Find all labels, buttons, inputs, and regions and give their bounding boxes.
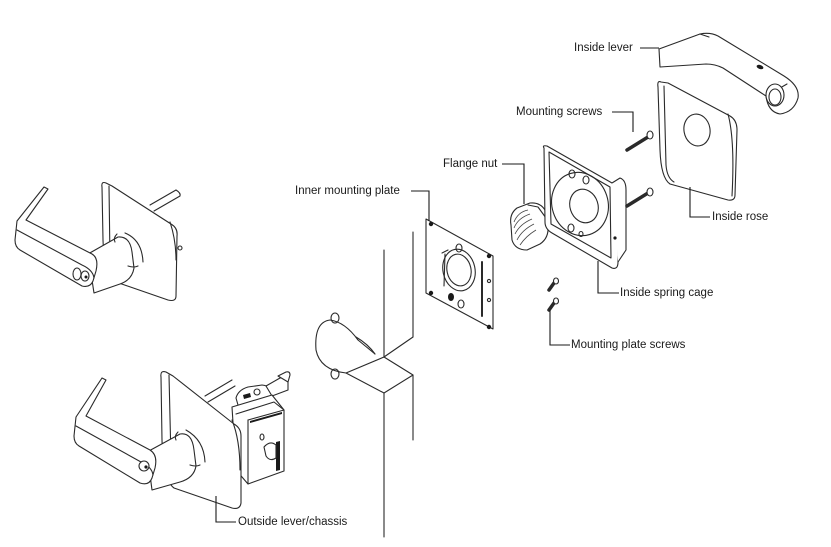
leader-lines: [215, 47, 710, 523]
leader-mounting-screws: [612, 111, 634, 132]
label-flange-nut: Flange nut: [443, 158, 498, 170]
leader-outside-lever-chassis: [215, 496, 236, 523]
outside-lever-chassis-drawing: [73, 371, 291, 509]
label-inside-lever: Inside lever: [574, 42, 633, 54]
mounting-screws-drawing: [625, 130, 654, 208]
door-drawing: [315, 231, 414, 538]
label-mounting-screws: Mounting screws: [516, 106, 603, 118]
flange-nut-drawing: [510, 202, 549, 251]
inside-spring-cage-drawing: [542, 145, 627, 269]
leader-mounting-plate-screws: [549, 310, 570, 346]
mounting-plate-screws-drawing: [547, 277, 560, 312]
label-outside-lever-chassis: Outside lever/chassis: [238, 516, 348, 528]
label-inner-mounting-plate: Inner mounting plate: [295, 185, 400, 197]
inside-lever-drawing: [658, 32, 799, 115]
leader-inside-rose: [689, 187, 710, 218]
leader-inner-mounting-plate: [411, 190, 430, 221]
label-inside-spring-cage: Inside spring cage: [620, 287, 714, 299]
leader-flange-nut: [502, 163, 525, 204]
outside-lever-top-drawing: [14, 181, 183, 302]
leader-inside-spring-cage: [597, 261, 619, 294]
inner-mounting-plate-drawing: [425, 218, 494, 330]
inside-rose-drawing: [657, 81, 738, 201]
label-mounting-plate-screws: Mounting plate screws: [571, 339, 686, 351]
label-inside-rose: Inside rose: [712, 211, 769, 223]
